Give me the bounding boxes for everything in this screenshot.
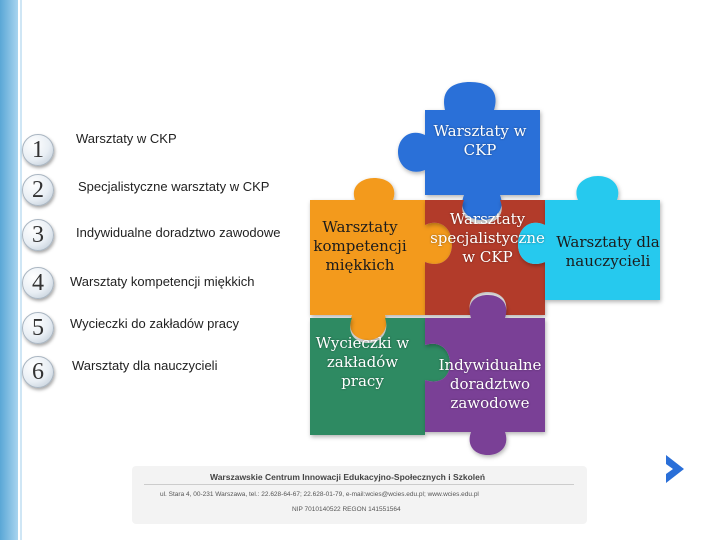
puzzle-piece-blue — [398, 82, 540, 220]
left-accent-line — [20, 0, 22, 540]
puzzle-label-cyan: Warsztaty dla nauczycieli — [556, 233, 660, 270]
puzzle-label-blue: Warsztaty w CKP — [433, 122, 527, 159]
puzzle-piece-red — [425, 200, 545, 315]
list-number-5: 5 — [22, 312, 54, 344]
list-number-2: 2 — [22, 174, 54, 206]
footer-org-name: Warszawskie Centrum Innowacji Edukacyjno… — [210, 472, 486, 482]
list-item-5: Wycieczki do zakładów pracy — [70, 316, 239, 331]
list-item-2: Specjalistyczne warsztaty w CKP — [78, 179, 270, 194]
list-item-6: Warsztaty dla nauczycieli — [72, 358, 218, 373]
puzzle-label-purple: Indywidualne doradztwo zawodowe — [438, 356, 542, 412]
list-item-3: Indywidualne doradztwo zawodowe — [76, 225, 281, 240]
puzzle-piece-orange — [310, 178, 452, 340]
puzzle-label-green: Wycieczki w zakładów pracy — [315, 334, 410, 390]
footer-nip: NIP 7010140522 REGON 141551564 — [292, 506, 401, 513]
list-number-1: 1 — [22, 134, 54, 166]
footer-divider — [144, 484, 574, 485]
list-number-6: 6 — [22, 356, 54, 388]
puzzle-label-orange: Warsztaty kompetencji miękkich — [313, 218, 407, 274]
footer-address: ul. Stara 4, 00-231 Warszawa, tel.: 22.6… — [160, 491, 479, 498]
list-item-1: Warsztaty w CKP — [76, 131, 177, 146]
chevron-right-icon[interactable] — [660, 452, 690, 486]
puzzle-piece-cyan — [518, 176, 660, 300]
puzzle-label-red: Warsztaty specjalistyczne w CKP — [430, 210, 545, 266]
list-number-4: 4 — [22, 267, 54, 299]
list-item-4: Warsztaty kompetencji miękkich — [70, 274, 255, 289]
list-number-3: 3 — [22, 219, 54, 251]
left-accent-bar — [0, 0, 18, 540]
footer-banner: Warszawskie Centrum Innowacji Edukacyjno… — [132, 466, 587, 524]
puzzle-piece-purple — [425, 295, 545, 455]
puzzle-piece-green — [310, 318, 450, 435]
